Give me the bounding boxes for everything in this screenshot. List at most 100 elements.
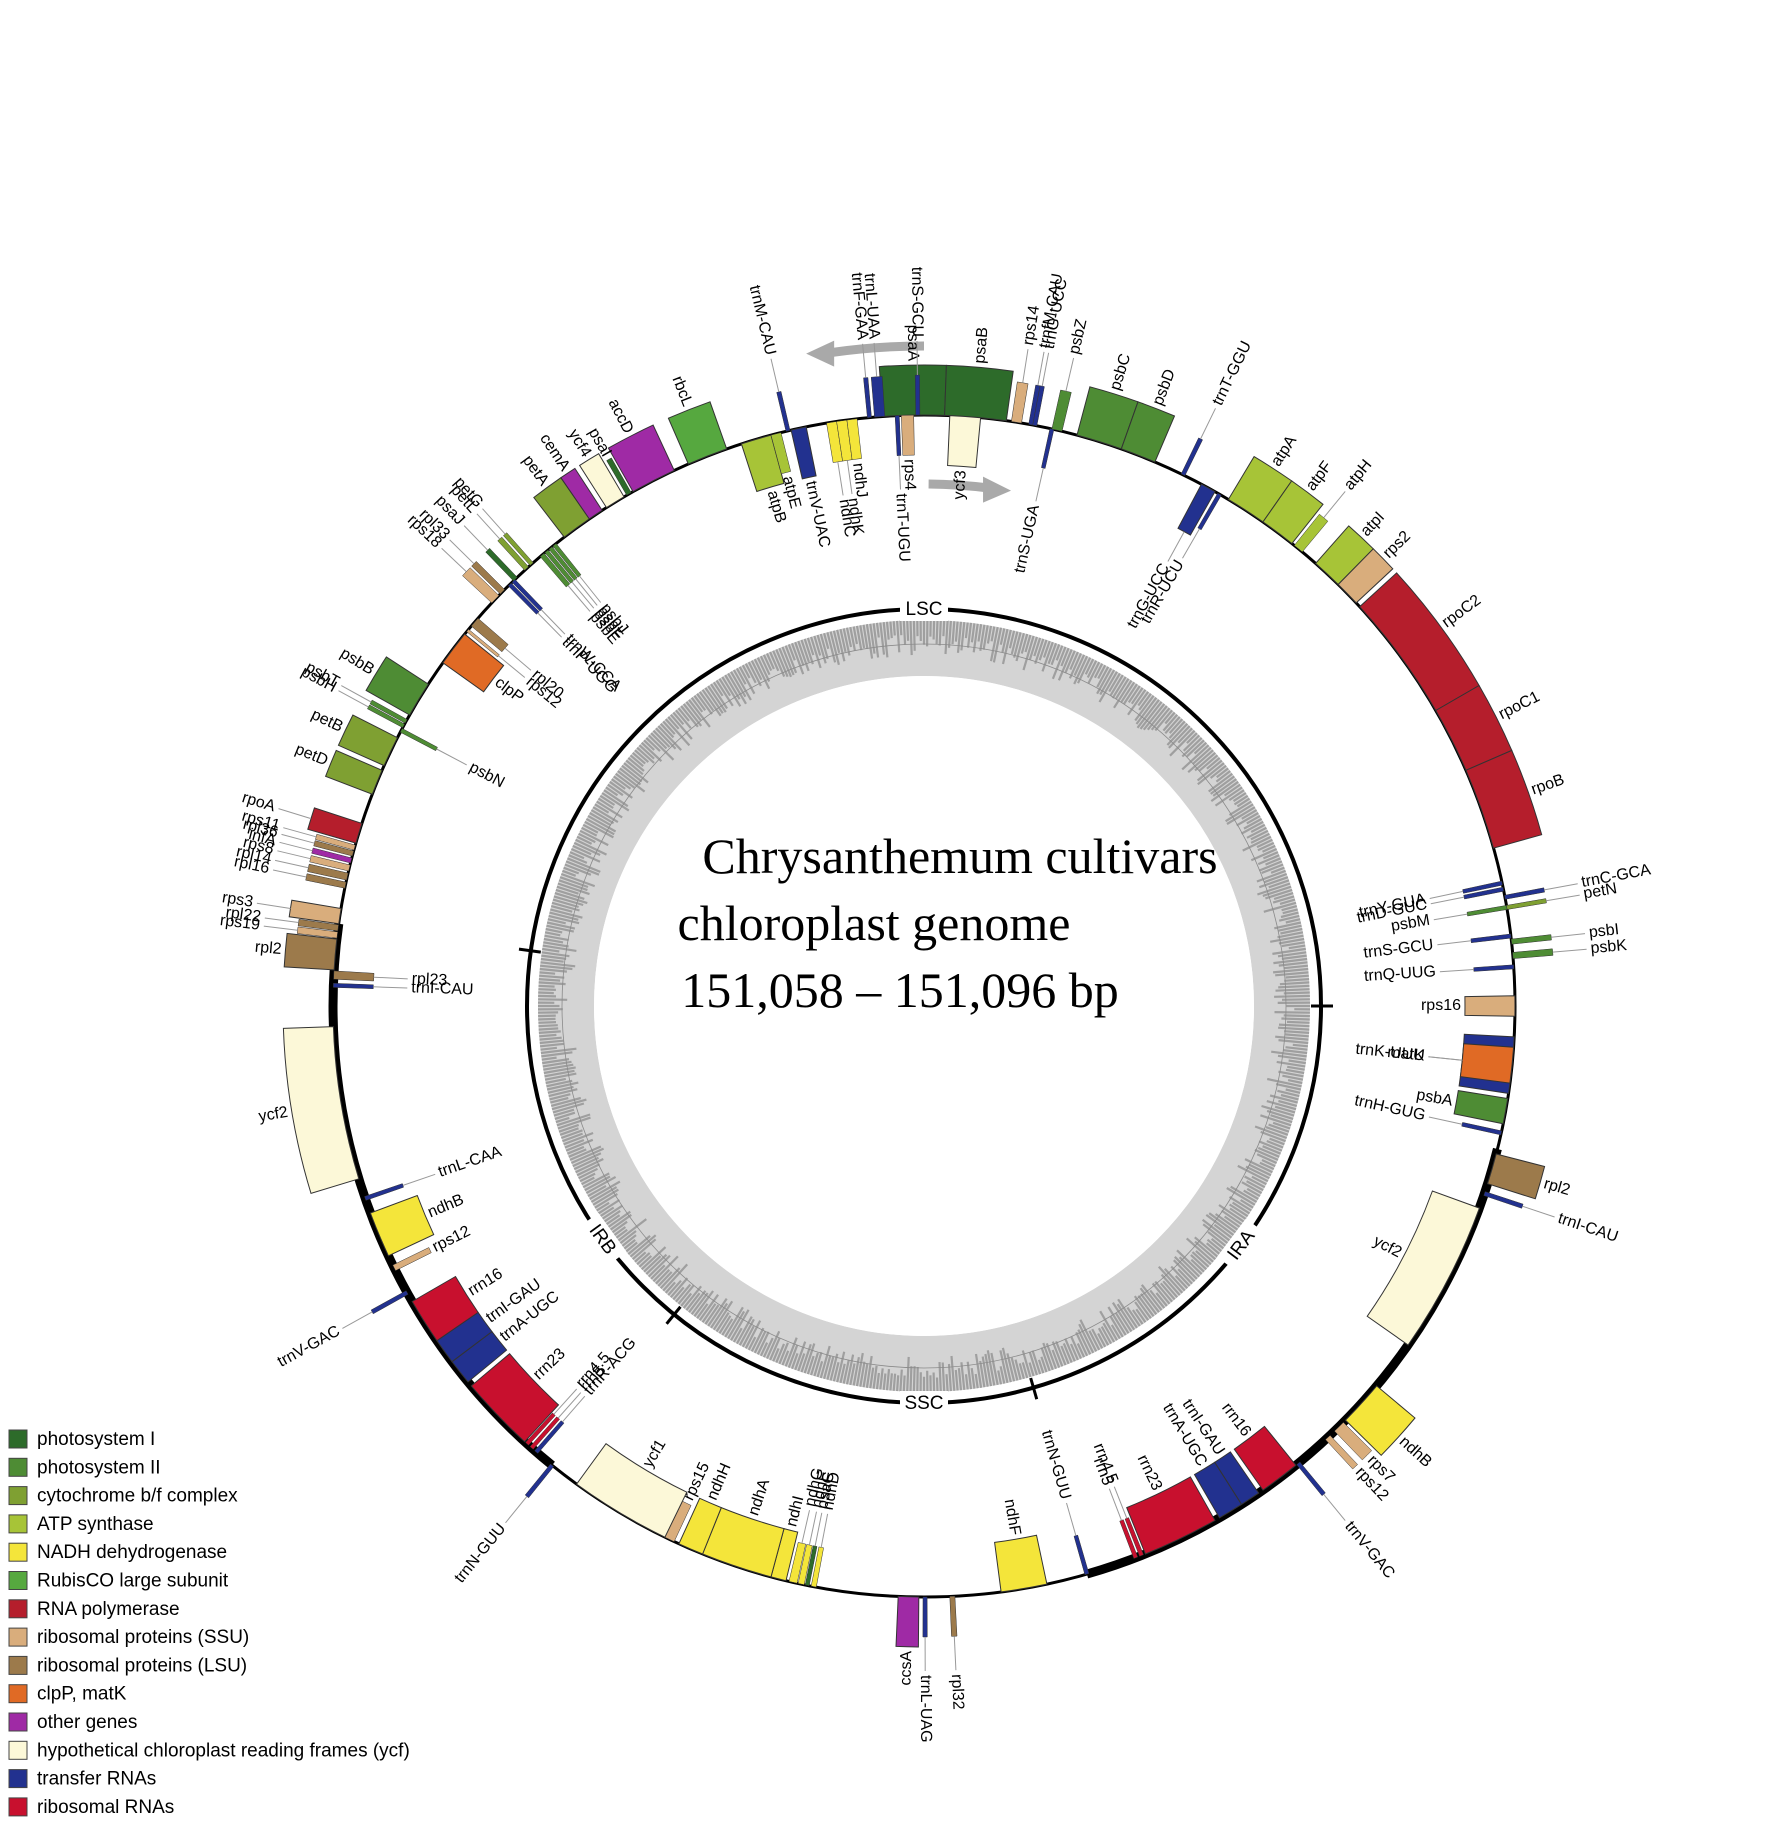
gene-ndhd (810, 1546, 824, 1588)
gene-leader-line (264, 917, 299, 923)
gene-rrn5 (1119, 1519, 1139, 1559)
legend-swatch-ndh (8, 1542, 28, 1562)
gene-label-psba: psbA (1415, 1086, 1454, 1109)
gene-label-rpl16: rpl16 (233, 853, 271, 877)
gene-trny-gua (1462, 880, 1503, 894)
gene-label-trns-uga: trnS-UGA (1011, 503, 1043, 575)
gc-midline (561, 643, 1287, 1369)
gene-atpb (740, 434, 785, 493)
gene-leader-line (1108, 1488, 1122, 1521)
legend-label-ps1: photosystem I (37, 1429, 155, 1450)
gene-label-ycf1: ycf1 (640, 1437, 670, 1471)
gene-label-rpl22: rpl22 (225, 904, 263, 926)
gene-leader-line (846, 460, 853, 495)
gene-label-ndhj: ndhJ (849, 462, 870, 499)
gene-psbd (1120, 401, 1176, 463)
gene-leader-line (436, 748, 467, 766)
gene-leader-line (1546, 894, 1580, 902)
gene-rpl22 (297, 919, 339, 932)
gene-label-rps4: rps4 (900, 459, 918, 491)
gene-leader-line (1551, 933, 1586, 938)
title-line-3: 151,058 – 151,096 bp (681, 962, 1119, 1018)
legend-label-ssu: ribosomal proteins (SSU) (37, 1627, 249, 1648)
gene-leader-line (463, 525, 489, 551)
gene-petd (324, 749, 383, 795)
gene-ndhe (797, 1544, 813, 1585)
gene-label-rpob: rpoB (1529, 771, 1567, 798)
gene-label-trnt-ugu: trnT-UGU (892, 493, 912, 562)
legend-swatch-lsu (8, 1655, 28, 1675)
gene-leader-line (476, 513, 501, 540)
gene-trnl-caa (364, 1183, 404, 1201)
gene-label-rbcl: rbcL (669, 374, 696, 409)
gene-ndhh (678, 1497, 722, 1555)
gene-atph (1293, 513, 1329, 553)
gene-rps14 (1011, 381, 1029, 424)
gene-label-psbi: psbI (1588, 921, 1620, 941)
gene-rbcl (667, 401, 728, 465)
gene-psab (944, 364, 1014, 422)
gene-ycf1 (575, 1443, 688, 1538)
arrowhead-counterclockwise (806, 340, 835, 367)
gene-trna-ugc (1193, 1461, 1243, 1519)
gene-psbj (552, 543, 582, 578)
legend-label-ndh: NADH dehydrogenase (37, 1542, 227, 1563)
gene-leader-line (1433, 913, 1468, 921)
gene-rpl32 (949, 1595, 958, 1637)
gene-label-psbn: psbN (466, 759, 507, 791)
gene-label-rpoc2: rpoC2 (1439, 592, 1484, 632)
gene-rps2 (1337, 548, 1394, 604)
legend-label-oth: other genes (37, 1712, 137, 1733)
gene-label-rrn23: rrn23 (1134, 1452, 1166, 1493)
gene-rps8 (309, 855, 351, 872)
gene-rpl2 (283, 932, 338, 971)
gene-leader-line (814, 1512, 823, 1547)
gene-psbk (1512, 948, 1554, 959)
gene-leader-line (1041, 352, 1050, 387)
gene-label-rpl32: rpl32 (948, 1674, 967, 1710)
gene-rps16 (1464, 995, 1516, 1017)
gene-trnv-uac (790, 426, 817, 480)
gene-label-ycf3: ycf3 (951, 470, 970, 501)
gene-matk (1459, 1043, 1515, 1084)
legend-label-rpo: RNA polymerase (37, 1599, 180, 1620)
gene-atpf (1262, 480, 1324, 545)
gene-leader-line (1066, 1502, 1077, 1536)
gene-label-psbb: psbB (337, 645, 377, 678)
gene-leader-line (873, 342, 878, 377)
gene-leader-line (1167, 531, 1185, 562)
legend-swatch-trna (8, 1769, 28, 1789)
region-label-bg (1217, 1218, 1266, 1272)
gene-trnf-gaa (863, 377, 872, 418)
gene-ndhj (846, 418, 862, 460)
region-label-bg (579, 1212, 627, 1266)
gene-trns-gcu (1470, 933, 1512, 943)
gene-rrn4-5 (525, 1412, 556, 1446)
gene-trnh-gug (1461, 1122, 1502, 1136)
region-label-lsc: LSC (906, 599, 943, 620)
gene-rpl14 (307, 863, 349, 881)
gene-leader-line (504, 647, 532, 671)
gene-label-trnf-gaa: trnF-GAA (848, 272, 871, 341)
gene-rpob (1465, 749, 1543, 849)
gene-label-psbk: psbK (1590, 937, 1628, 957)
gene-trnr-ucu (1197, 492, 1222, 531)
gene-trnv-gac (1296, 1461, 1326, 1497)
gene-leader-line (505, 1496, 528, 1524)
legend-swatch-rpo (8, 1599, 28, 1619)
gene-leader-line (274, 859, 309, 869)
gene-leader-line (1022, 349, 1029, 383)
gene-label-rps3: rps3 (221, 889, 254, 911)
gene-psbt (369, 699, 408, 724)
gene-label-petd: petD (293, 741, 331, 770)
gene-label-peta: petA (519, 452, 552, 489)
gene-label-rps12: rps12 (430, 1223, 474, 1256)
gene-label-infa: infA (247, 826, 278, 849)
gc-ring-background (538, 620, 1310, 1392)
gene-label-ndhf: ndhF (1001, 1498, 1024, 1537)
gene-rps18 (462, 567, 500, 604)
gene-label-atpf: atpF (1303, 458, 1336, 494)
gene-psbl (548, 546, 578, 581)
gene-accd (607, 424, 675, 493)
gene-infa (311, 847, 353, 864)
